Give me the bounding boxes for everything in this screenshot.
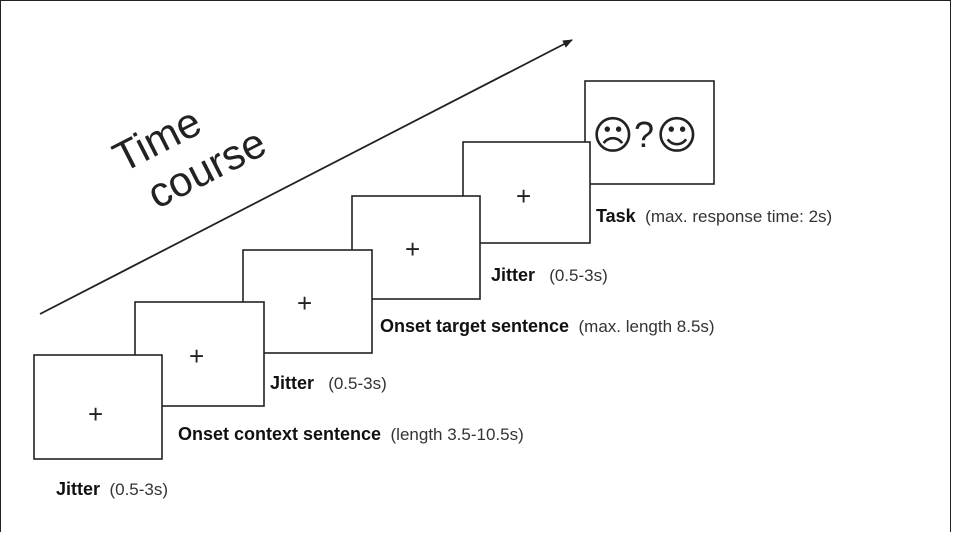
screen-target-sentence: +: [351, 195, 481, 300]
happy-face-icon: ☺: [656, 113, 698, 159]
screen-jitter-1: +: [33, 354, 163, 460]
stage-detail: (0.5-3s): [549, 266, 608, 285]
fixation-cross-icon: +: [405, 234, 420, 264]
fixation-cross-icon: +: [189, 341, 204, 371]
time-course-label: Time course: [105, 98, 273, 218]
screen-jitter-3: +: [462, 141, 591, 244]
stage-detail: (max. length 8.5s): [578, 317, 715, 336]
fixation-cross-icon: +: [297, 288, 312, 318]
stage-detail: (0.5-3s): [109, 480, 169, 499]
fixation-cross-icon: +: [88, 399, 103, 429]
stage-detail: (max. response time: 2s): [645, 207, 833, 226]
stage-name: Jitter: [270, 373, 315, 393]
stage-name: Onset target sentence: [380, 316, 570, 336]
stage-label-task: Task (max. response time: 2s): [596, 206, 832, 227]
stage-name: Jitter: [56, 479, 101, 499]
stage-label-jitter-3: Jitter (0.5-3s): [491, 265, 608, 286]
sad-face-icon: ☹: [592, 113, 634, 159]
stage-detail: (length 3.5-10.5s): [390, 425, 524, 444]
stage-label-target-sentence: Onset target sentence (max. length 8.5s): [380, 316, 715, 337]
stage-detail: (0.5-3s): [328, 374, 387, 393]
time-course-arrow: [39, 39, 573, 315]
screen-task: ☹ ? ☺: [584, 80, 715, 185]
stage-name: Onset context sentence: [178, 424, 382, 444]
stage-label-context-sentence: Onset context sentence (length 3.5-10.5s…: [178, 424, 524, 445]
stage-label-jitter-1: Jitter (0.5-3s): [56, 479, 168, 500]
stage-name: Task: [596, 206, 636, 226]
question-mark: ?: [634, 114, 654, 155]
fixation-cross-icon: +: [516, 181, 531, 211]
stage-name: Jitter: [491, 265, 536, 285]
stage-label-jitter-2: Jitter (0.5-3s): [270, 373, 387, 394]
